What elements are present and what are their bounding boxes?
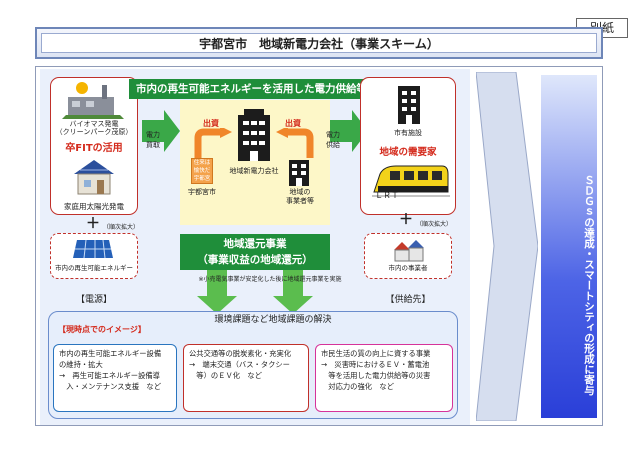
return-banner: 地域還元事業 （事業収益の地域還元） bbox=[180, 234, 330, 270]
power-company-building-icon bbox=[235, 109, 273, 161]
city-flag-line-3: 宇都宮 bbox=[192, 175, 212, 183]
city-label: 宇都宮市 bbox=[184, 188, 220, 197]
biomass-plant-icon bbox=[62, 81, 126, 119]
fit-label: 卒FITの活用 bbox=[52, 139, 136, 154]
city-flag-line-1: 住来は bbox=[192, 159, 212, 167]
sdgs-line-1: ＳＤＧｓの達成・ bbox=[580, 175, 597, 259]
business-label-1: 地域の bbox=[282, 188, 318, 197]
return-note: ※小売電気事業が安定化した後に地域還元事業を実施 bbox=[170, 276, 370, 284]
company-label: 地域新電力会社 bbox=[218, 167, 290, 176]
issue-1-line-2: の維持・拡大 bbox=[59, 359, 171, 370]
demand-label: 地域の需要家 bbox=[362, 144, 454, 158]
issue-1-line-1: 市内の再生可能エネルギー設備 bbox=[59, 348, 171, 359]
issue-3-line-1: 市民生活の質の向上に資する事業 bbox=[321, 348, 447, 359]
source-plus: ＋ bbox=[86, 217, 100, 231]
issue-3-line-4: 対応力の強化 など bbox=[321, 381, 447, 392]
sdgs-line-2: スマートシティの形成に寄与 bbox=[580, 259, 597, 396]
future-source-label: 市内の再生可能エネルギー bbox=[50, 264, 138, 273]
issue-2-line-3: 等）のＥＶ化 など bbox=[189, 370, 303, 381]
demand-caption: 【供給先】 bbox=[366, 292, 450, 305]
investment-left-arrow bbox=[192, 128, 232, 160]
issue-1-line-4: 入・メンテナンス支援 など bbox=[59, 381, 171, 392]
sdgs-column: ＳＤＧｓの達成・ スマートシティの形成に寄与 bbox=[541, 75, 597, 418]
purchase-label-1: 電力 bbox=[146, 131, 160, 140]
issue-box-renewable: 市内の再生可能エネルギー設備 の維持・拡大 → 再生可能エネルギー設備導 入・メ… bbox=[53, 344, 177, 412]
lrt-label: ＬＲＴ bbox=[362, 190, 412, 201]
facility-label: 市有施設 bbox=[362, 129, 454, 138]
business-label-2: 事業者等 bbox=[282, 197, 318, 206]
demand-expand-note: （順次拡大） bbox=[416, 220, 452, 229]
return-banner-line-2: （事業収益の地域還元） bbox=[180, 252, 330, 268]
facility-building-icon bbox=[396, 84, 422, 124]
source-caption: 【電源】 bbox=[52, 292, 136, 305]
issue-3-line-3: 等を活用した電力供給等の災害 bbox=[321, 370, 447, 381]
future-demand-label: 市内の事業者 bbox=[364, 264, 452, 273]
purchase-label-2: 買取 bbox=[146, 141, 160, 150]
solar-house-icon bbox=[70, 158, 118, 196]
issues-subtitle: 【現時点でのイメージ】 bbox=[58, 324, 146, 335]
issue-3-line-2: → 災害時におけるＥＶ・蓄電池 bbox=[321, 359, 447, 370]
issue-1-line-3: → 再生可能エネルギー設備導 bbox=[59, 370, 171, 381]
issue-box-resilience: 市民生活の質の向上に資する事業 → 災害時におけるＥＶ・蓄電池 等を活用した電力… bbox=[315, 344, 453, 412]
sdgs-arrow bbox=[476, 72, 538, 421]
issue-2-line-2: → 端末交通（バス・タクシー bbox=[189, 359, 303, 370]
business-district-icon bbox=[392, 238, 426, 262]
issues-title: 環境課題など地域課題の解決 bbox=[188, 314, 358, 326]
page-title: 宇都宮市 地域新電力会社（事業スキーム） bbox=[41, 33, 597, 53]
supply-label-1: 電力 bbox=[326, 131, 340, 140]
issue-box-transport: 公共交通等の脱炭素化・充実化 → 端末交通（バス・タクシー 等）のＥＶ化 など bbox=[183, 344, 309, 412]
source-expand-note: （順次拡大） bbox=[103, 223, 139, 232]
title-bar: 宇都宮市 地域新電力会社（事業スキーム） bbox=[35, 27, 603, 59]
solar-panel-icon bbox=[73, 238, 113, 260]
city-flag-line-2: 愉快だ bbox=[192, 167, 212, 175]
biomass-sublabel: （クリーンパーク茂原） bbox=[52, 128, 136, 137]
supply-label-2: 供給 bbox=[326, 141, 340, 150]
solar-label: 家庭用太陽光発電 bbox=[52, 202, 136, 211]
demand-plus: ＋ bbox=[399, 213, 413, 227]
city-flag: 住来は 愉快だ 宇都宮 bbox=[191, 158, 213, 184]
return-banner-line-1: 地域還元事業 bbox=[180, 236, 330, 252]
investment-right-arrow bbox=[276, 128, 316, 160]
business-building-icon bbox=[287, 158, 311, 186]
issue-2-line-1: 公共交通等の脱炭素化・充実化 bbox=[189, 348, 303, 359]
supply-banner: 市内の再生可能エネルギーを活用した電力供給等 bbox=[129, 79, 374, 99]
